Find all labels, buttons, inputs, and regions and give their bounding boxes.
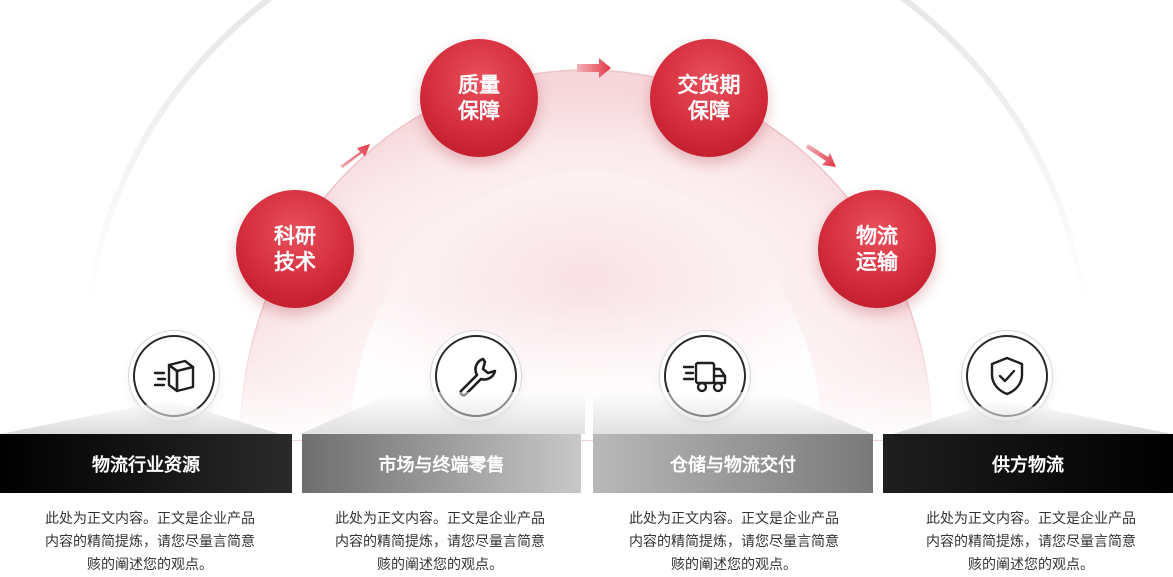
description-line: 此处为正文内容。正文是企业产品 xyxy=(926,511,1136,527)
description-line: 内容的精简提炼，请您尽量言简意 xyxy=(45,534,255,550)
description-line: 内容的精简提炼，请您尽量言简意 xyxy=(629,534,839,550)
arrow-icon xyxy=(340,144,370,168)
logistics-transport-node: 物流 运输 xyxy=(818,190,936,308)
node-label-line2: 技术 xyxy=(274,250,316,274)
category-title: 物流行业资源 xyxy=(92,454,200,476)
quality-assurance-node: 质量 保障 xyxy=(420,39,538,157)
description-line: 赅的阐述您的观点。 xyxy=(377,557,503,573)
category-description: 此处为正文内容。正文是企业产品 内容的精简提炼，请您尽量言简意 赅的阐述您的观点… xyxy=(310,508,570,577)
package-icon xyxy=(133,335,215,417)
delivery-assurance-node: 交货期 保障 xyxy=(650,39,768,157)
category-title: 市场与终端零售 xyxy=(378,454,505,476)
description-line: 此处为正文内容。正文是企业产品 xyxy=(335,511,545,527)
description-line: 赅的阐述您的观点。 xyxy=(87,557,213,573)
category-title: 仓储与物流交付 xyxy=(670,454,796,476)
description-line: 此处为正文内容。正文是企业产品 xyxy=(45,511,255,527)
node-label-line1: 交货期 xyxy=(677,73,741,97)
research-technology-node: 科研 技术 xyxy=(236,190,354,308)
description-line: 内容的精简提炼，请您尽量言简意 xyxy=(335,534,545,550)
arrow-icon xyxy=(577,58,611,78)
node-label-line2: 运输 xyxy=(856,250,898,274)
arrow-icon xyxy=(806,144,836,167)
description-line: 赅的阐述您的观点。 xyxy=(671,557,797,573)
node-label-line2: 保障 xyxy=(458,99,500,123)
node-label-line1: 质量 xyxy=(458,73,500,97)
description-line: 内容的精简提炼，请您尽量言简意 xyxy=(926,534,1136,550)
node-label-line1: 物流 xyxy=(856,224,898,248)
description-line: 此处为正文内容。正文是企业产品 xyxy=(629,511,839,527)
category-description: 此处为正文内容。正文是企业产品 内容的精简提炼，请您尽量言简意 赅的阐述您的观点… xyxy=(604,508,864,577)
category-description: 此处为正文内容。正文是企业产品 内容的精简提炼，请您尽量言简意 赅的阐述您的观点… xyxy=(901,508,1161,577)
node-label-line1: 科研 xyxy=(274,224,316,248)
category-description: 此处为正文内容。正文是企业产品 内容的精简提炼，请您尽量言简意 赅的阐述您的观点… xyxy=(20,508,280,577)
description-line: 赅的阐述您的观点。 xyxy=(968,557,1094,573)
category-title: 供方物流 xyxy=(992,454,1064,476)
node-label-line2: 保障 xyxy=(688,99,730,123)
